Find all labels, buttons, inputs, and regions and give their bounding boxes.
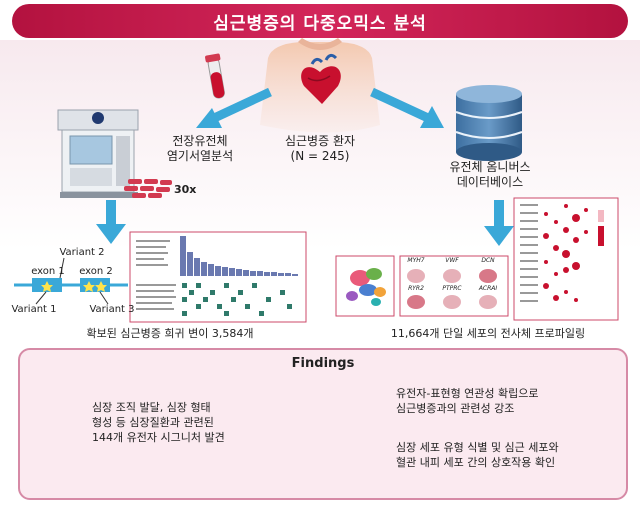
title-banner: 심근병증의 다중오믹스 분석: [12, 4, 628, 38]
single-cell-caption: 11,664개 단일 세포의 전사체 프로파일링: [390, 327, 586, 340]
rare-variants-caption: 확보된 심근병증 희귀 변이 3,584개: [86, 327, 254, 340]
arrow-down-right: [484, 200, 514, 246]
arrow-to-sequencing: [196, 87, 272, 128]
gene-label-1: MYH7: [407, 257, 425, 264]
sequencing-reads-icon: [124, 179, 172, 198]
gene-label-4: RYR2: [408, 285, 424, 292]
gene-label-5: PTPRC: [442, 285, 462, 292]
database-label: 유전체 옴니버스 데이터베이스: [449, 160, 531, 189]
gene-label-3: DCN: [481, 257, 495, 264]
gene-structure-icon: [14, 257, 128, 305]
arrow-down-left: [96, 200, 126, 244]
gene-label-2: VWF: [445, 257, 459, 264]
arrow-to-database: [370, 87, 444, 128]
coverage-label: 30x: [174, 183, 197, 196]
variant-3-label: Variant 3: [89, 304, 135, 315]
blood-tube-icon: [205, 53, 225, 99]
exon-1-label: exon 1: [31, 266, 65, 277]
variant-2-label: Variant 2: [59, 247, 105, 258]
page-title: 심근병증의 다중오믹스 분석: [213, 13, 427, 34]
sequencer-machine-icon: [57, 109, 139, 198]
umap-panel: [335, 255, 395, 317]
findings-title: Findings: [291, 356, 355, 371]
heart-icon: [301, 53, 341, 104]
gene-label-6: ACRAI: [478, 285, 498, 292]
finding-cell-interaction: 심장 세포 유형 식별 및 심근 세포와 혈관 내피 세포 간의 상호작용 확인: [396, 441, 559, 469]
finding-genotype-phenotype: 유전자-표현형 연관성 확립으로 심근병증과의 관련성 강조: [396, 387, 539, 415]
sequencing-label: 전장유전체 염기서열분석: [166, 134, 234, 163]
exon-2-label: exon 2: [79, 266, 113, 277]
patient-label: 심근병증 환자 (N = 245): [284, 134, 356, 163]
findings-panel: Findings: [18, 348, 628, 500]
database-icon: [455, 85, 523, 161]
gene-expression-panel: [399, 255, 509, 317]
variant-1-label: Variant 1: [11, 304, 57, 315]
dotplot-panel: [513, 197, 619, 321]
variant-barplot-panel: [129, 231, 307, 323]
finding-gene-signature: 심장 조직 발달, 심장 형태 형성 등 심장질환과 관련된 144개 유전자 …: [92, 401, 225, 444]
